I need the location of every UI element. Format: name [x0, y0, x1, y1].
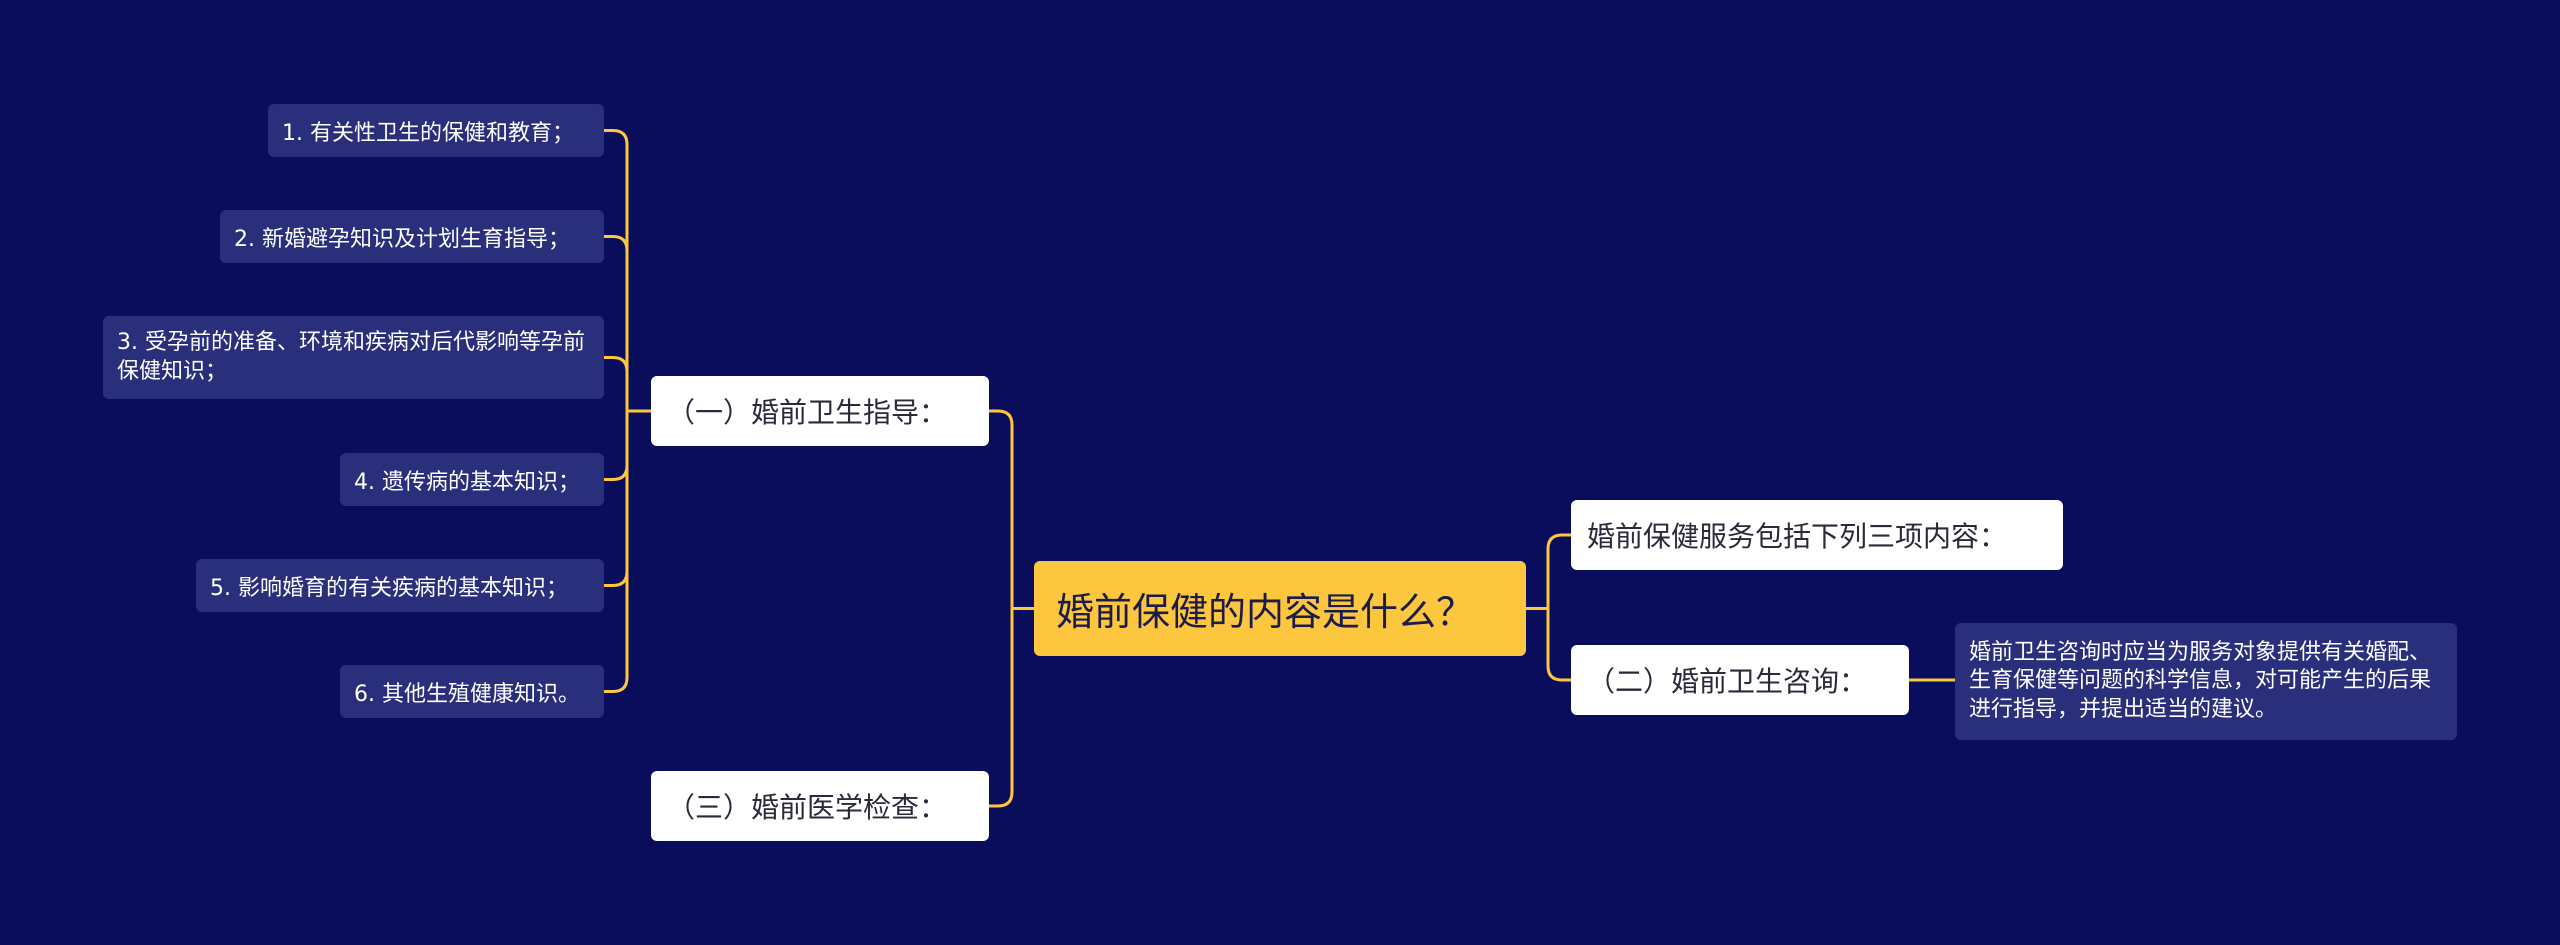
leaf-guidance-3[interactable]: 3. 受孕前的准备、环境和疾病对后代影响等孕前保健知识；	[103, 316, 604, 399]
leaf-consultation-detail-text: 婚前卫生咨询时应当为服务对象提供有关婚配、生育保健等问题的科学信息，对可能产生的…	[1969, 639, 2432, 722]
branch-services-three-items[interactable]: 婚前保健服务包括下列三项内容：	[1571, 500, 2063, 570]
leaf-guidance-4[interactable]: 4. 遗传病的基本知识；	[340, 453, 604, 506]
connector-root-consultation	[1524, 607, 1573, 682]
connector-guidance-leaf-6	[602, 409, 653, 693]
connector-root-exam	[987, 607, 1036, 808]
branch-premarital-hygiene-guidance[interactable]: （一）婚前卫生指导：	[651, 376, 989, 446]
branch-premarital-hygiene-consultation[interactable]: （二）婚前卫生咨询：	[1571, 645, 1909, 715]
connector-guidance-leaf-1	[602, 129, 653, 413]
connector-guidance-leaf-2	[602, 235, 653, 413]
leaf-consultation-detail[interactable]: 婚前卫生咨询时应当为服务对象提供有关婚配、生育保健等问题的科学信息，对可能产生的…	[1955, 623, 2457, 740]
connector-guidance-leaf-3	[602, 356, 653, 413]
leaf-guidance-5[interactable]: 5. 影响婚育的有关疾病的基本知识；	[196, 559, 604, 612]
leaf-guidance-1[interactable]: 1. 有关性卫生的保健和教育；	[268, 104, 604, 157]
root-topic[interactable]: 婚前保健的内容是什么？	[1034, 561, 1526, 656]
branch-premarital-medical-exam[interactable]: （三）婚前医学检查：	[651, 771, 989, 841]
leaf-guidance-3-text: 3. 受孕前的准备、环境和疾病对后代影响等孕前保健知识；	[117, 329, 585, 384]
leaf-guidance-6[interactable]: 6. 其他生殖健康知识。	[340, 665, 604, 718]
leaf-guidance-2[interactable]: 2. 新婚避孕知识及计划生育指导；	[220, 210, 604, 263]
connector-root-services	[1524, 533, 1573, 610]
connector-root-guidance	[987, 409, 1036, 610]
